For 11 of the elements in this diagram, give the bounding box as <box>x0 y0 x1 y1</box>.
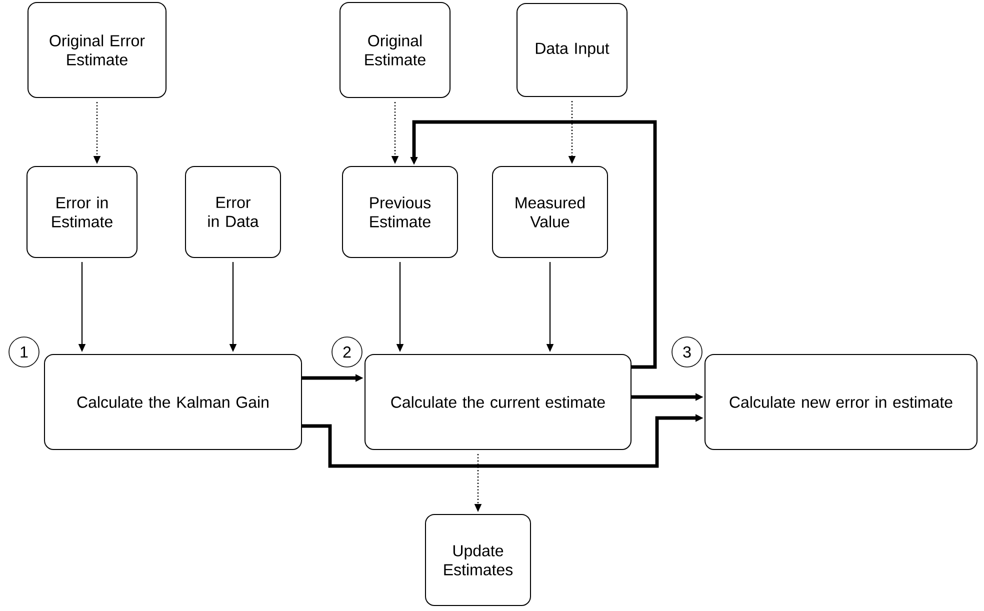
process-box: Error in Estimate <box>26 166 138 258</box>
process-box: Calculate the Kalman Gain <box>44 354 302 450</box>
process-box: Measured Value <box>492 166 608 258</box>
process-box: Data Input <box>516 3 628 97</box>
process-box: Update Estimates <box>425 514 531 606</box>
process-box: Original Error Estimate <box>28 2 166 98</box>
process-box: Original Estimate <box>340 2 450 98</box>
process-box: Previous Estimate <box>342 166 458 258</box>
process-box: Error in Data <box>185 166 281 258</box>
process-box: Calculate new error in estimate <box>704 354 978 450</box>
process-box: Calculate the current estimate <box>364 354 632 450</box>
